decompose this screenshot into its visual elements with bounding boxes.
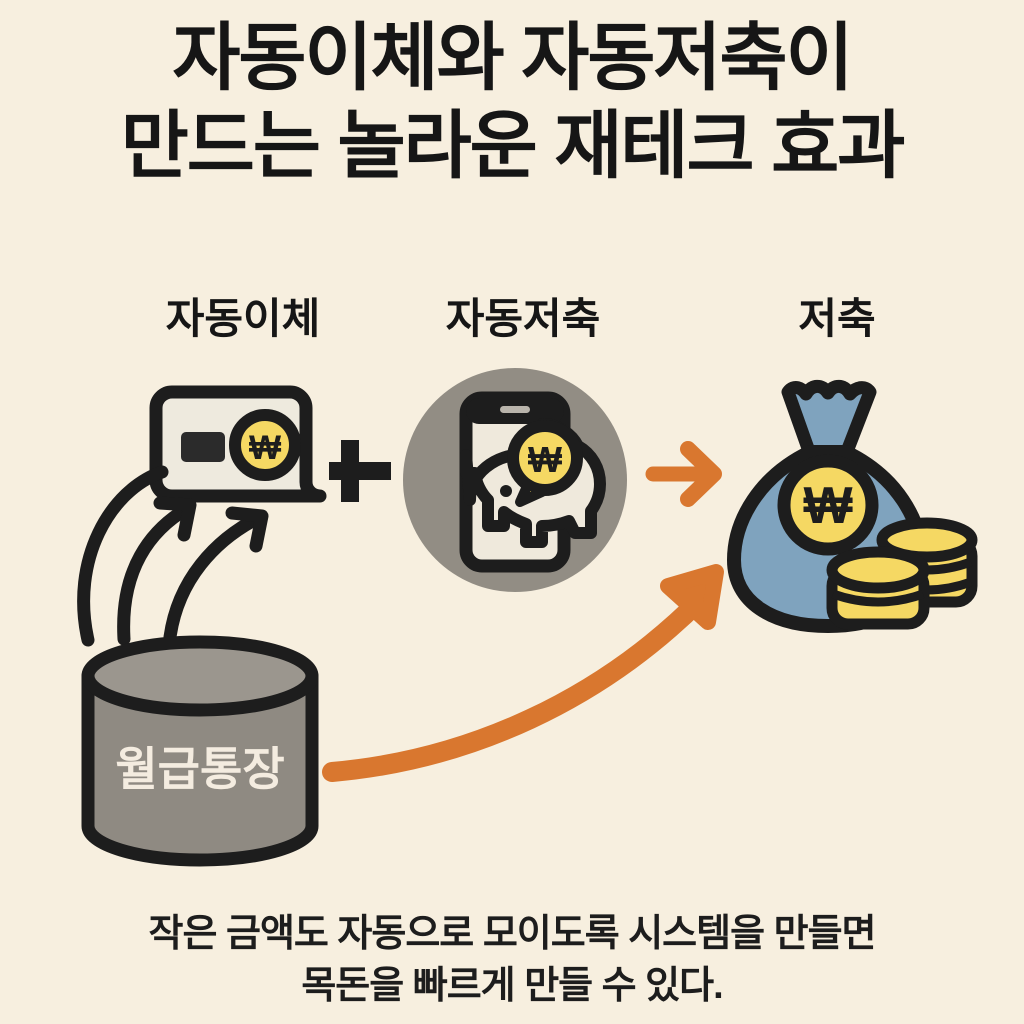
curved-arrow-2 bbox=[117, 501, 195, 646]
page-title: 자동이체와 자동저축이 만드는 놀라운 재테크 효과 bbox=[0, 14, 1024, 190]
won-coin-icon: ₩ bbox=[777, 454, 879, 556]
cylinder-label: 월급통장 bbox=[115, 743, 284, 795]
savings-money-bag-icon: ₩ bbox=[727, 379, 978, 633]
label-savings: 저축 bbox=[798, 295, 876, 342]
won-symbol: ₩ bbox=[249, 429, 282, 467]
salary-account-cylinder: 월급통장 bbox=[81, 635, 319, 867]
phone-speaker-icon bbox=[500, 406, 530, 413]
flow-arrows-black bbox=[77, 465, 269, 647]
title-line-2: 만드는 놀라운 재테크 효과 bbox=[120, 104, 906, 187]
title-line-1: 자동이체와 자동저축이 bbox=[172, 16, 853, 99]
coin-stack-front-icon bbox=[826, 546, 930, 630]
auto-save-icon: ₩ bbox=[403, 368, 627, 592]
curved-arrow-1 bbox=[77, 465, 169, 647]
plus-sign bbox=[329, 440, 391, 502]
caption-line-1: 작은 금액도 자동으로 모이도록 시스템을 만들면 bbox=[148, 913, 877, 955]
curved-arrow-2-head bbox=[153, 496, 197, 542]
won-coin-icon: ₩ bbox=[229, 409, 301, 481]
orange-arrow-to-savings bbox=[645, 441, 722, 507]
curved-arrow-3-head bbox=[225, 506, 269, 553]
piggy-eye-icon bbox=[500, 485, 512, 497]
won-coin-bubble-icon: ₩ bbox=[507, 420, 583, 507]
won-symbol: ₩ bbox=[528, 439, 562, 480]
won-symbol: ₩ bbox=[803, 477, 853, 535]
label-auto-save: 자동저축 bbox=[445, 295, 601, 342]
curved-arrow-3 bbox=[163, 511, 265, 644]
auto-transfer-card-icon: ₩ bbox=[149, 385, 327, 503]
caption-line-2: 목돈을 빠르게 만들 수 있다. bbox=[301, 965, 723, 1007]
big-orange-flow-arrow bbox=[322, 564, 724, 782]
caption: 작은 금액도 자동으로 모이도록 시스템을 만들면 목돈을 빠르게 만들 수 있… bbox=[0, 908, 1024, 1012]
label-auto-transfer: 자동이체 bbox=[165, 295, 321, 342]
card-chip-icon bbox=[181, 432, 225, 462]
